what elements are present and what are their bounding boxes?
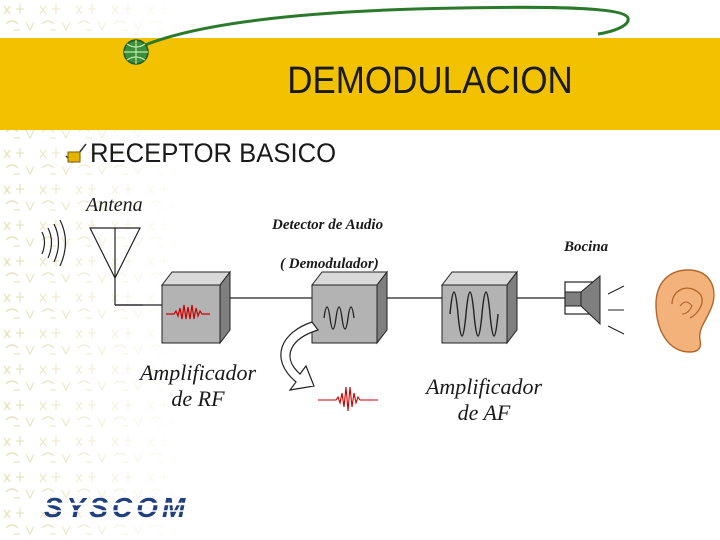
rf-amplifier-label: Amplificador de RF [130, 360, 266, 413]
globe-icon [123, 39, 149, 65]
ear-icon [655, 269, 715, 353]
am-signal-graphic [318, 386, 378, 412]
radio-waves-icon [41, 219, 67, 267]
af-amplifier-box [440, 270, 519, 345]
detector-label-line1: Detector de Audio [272, 217, 384, 233]
slide-subtitle: RECEPTOR BASICO [90, 137, 337, 168]
af-amplifier-label-line1: Amplificador [425, 374, 543, 399]
speaker-label: Bocina [564, 239, 609, 255]
rf-amplifier-label-line2: de RF [171, 386, 225, 412]
bullet-icon [65, 143, 87, 164]
syscom-logo: SYSCOM [40, 492, 216, 522]
rf-amplifier-label-line1: Amplificador [139, 360, 257, 385]
slide-title: DEMODULACION [287, 60, 573, 102]
af-amplifier-label: Amplificador de AF [414, 374, 554, 427]
af-amplifier-label-line2: de AF [457, 400, 511, 426]
rf-wave-graphic [166, 304, 210, 320]
title-band [0, 38, 720, 130]
af-wave-graphic [449, 291, 499, 337]
rf-amplifier-box [160, 270, 232, 345]
antenna-icon [89, 227, 143, 306]
detector-box [310, 270, 389, 345]
detector-label-line2: ( Demodulador) [280, 256, 379, 272]
detector-wave-graphic [323, 306, 355, 330]
bullet-row: RECEPTOR BASICO [62, 136, 349, 170]
antenna-label: Antena [86, 194, 143, 216]
speaker-icon [564, 274, 625, 335]
logo-text: SYSCOM [44, 492, 189, 522]
curved-arrow-icon [280, 321, 319, 391]
